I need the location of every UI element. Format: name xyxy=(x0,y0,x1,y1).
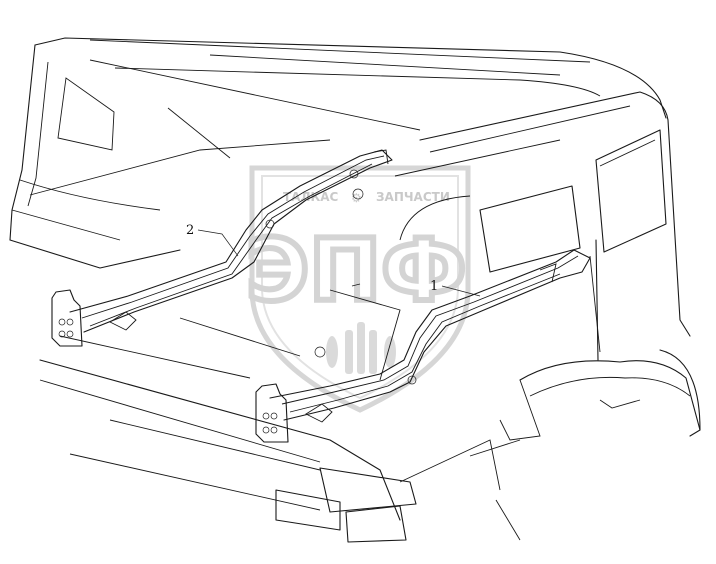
callout-2-leader xyxy=(197,229,239,257)
watermark-wheat-icon xyxy=(326,322,396,374)
watermark-left-text: ТАЛКАС xyxy=(283,190,339,204)
left-floor-rail-part-2 xyxy=(51,149,393,347)
watermark-shield-inner xyxy=(261,175,459,400)
watermark-right-text: ЗАПЧАСТИ xyxy=(376,190,450,204)
watermark: ТАЛКАС ⚙ ЗАПЧАСТИ ЭПФ xyxy=(243,165,471,413)
callout-2: 2 xyxy=(186,223,239,257)
callout-2-label: 2 xyxy=(186,223,194,238)
watermark-gear-icon: ⚙ xyxy=(351,191,362,205)
cab-outline xyxy=(9,37,701,543)
callout-1-label: 1 xyxy=(430,279,438,294)
right-floor-rail-part-1 xyxy=(255,249,591,443)
callout-1-leader xyxy=(441,285,481,297)
callout-1: 1 xyxy=(430,279,481,297)
watermark-logo-letters: ЭПФ xyxy=(246,221,466,321)
